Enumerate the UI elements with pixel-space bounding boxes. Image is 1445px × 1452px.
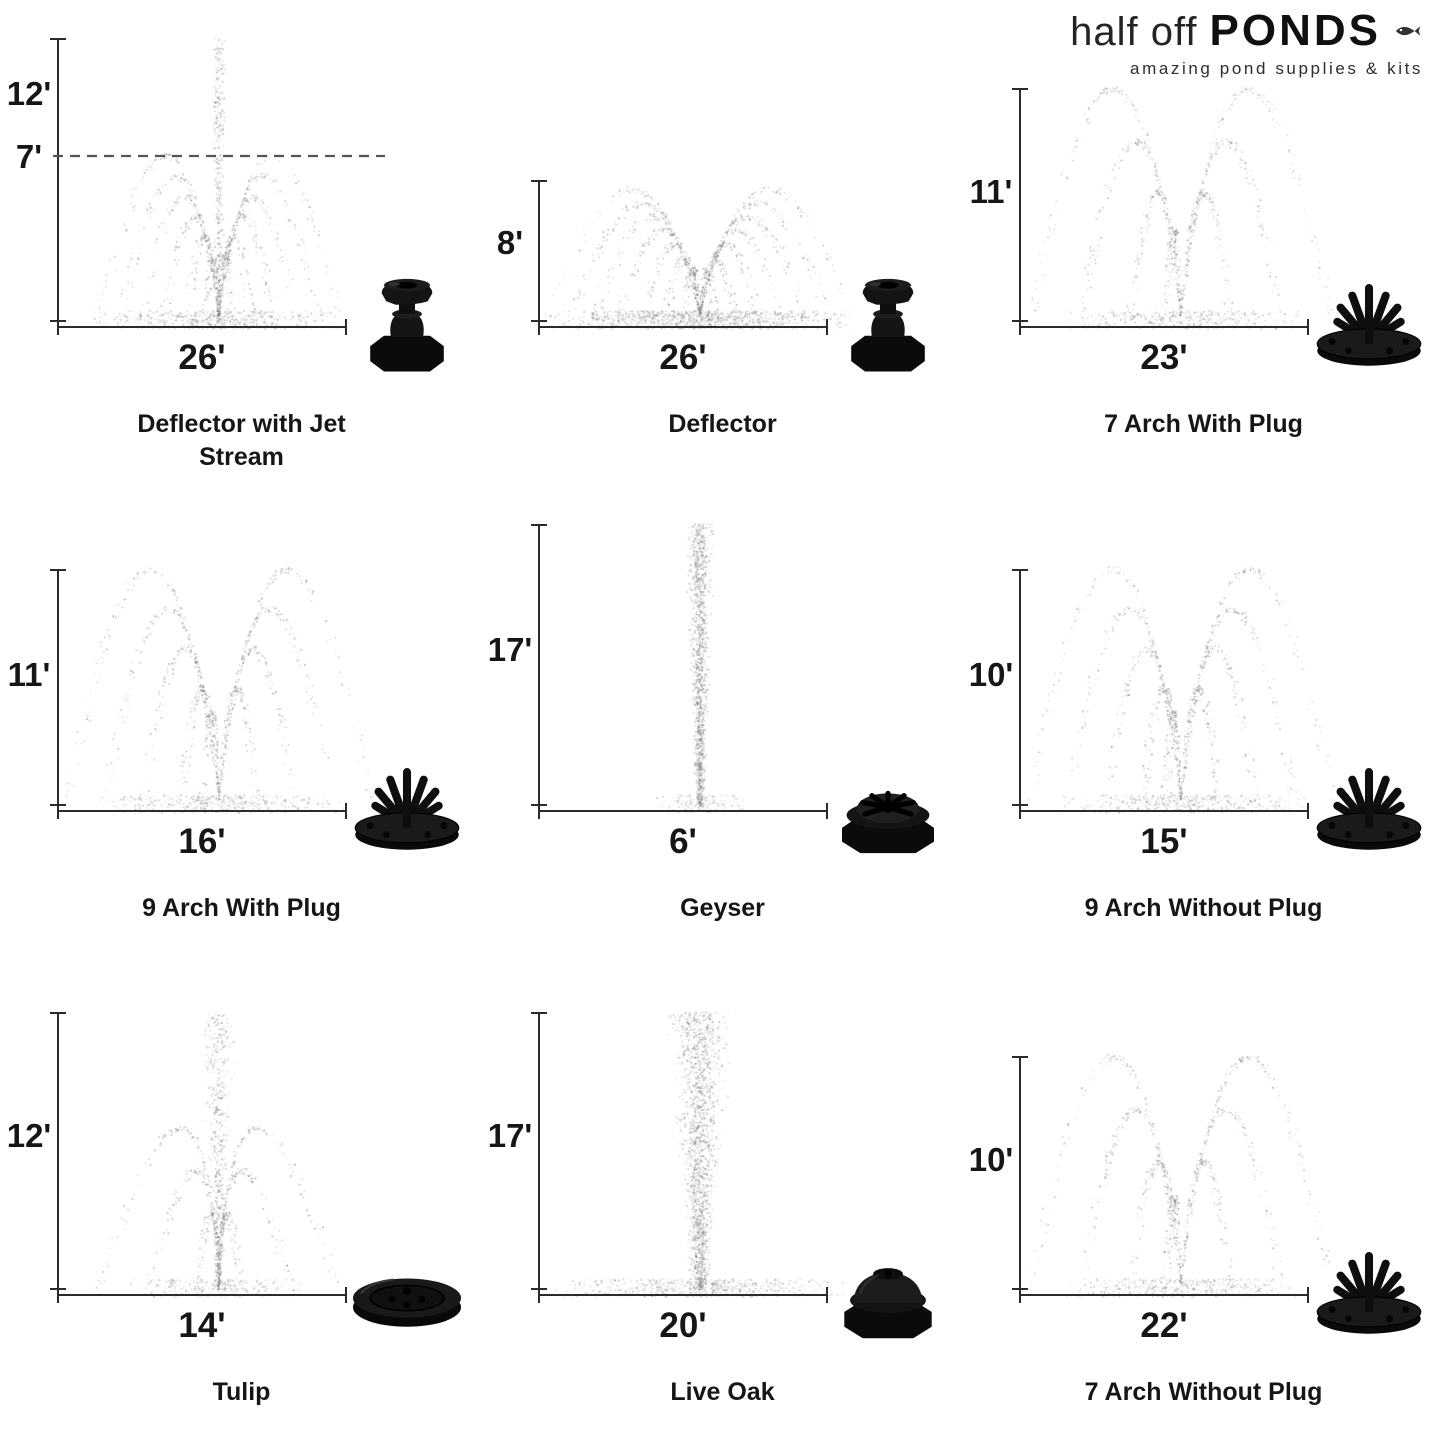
fountain-name-text: 7 Arch Without Plug	[1084, 1378, 1323, 1406]
spray-pattern-arch7	[1031, 85, 1333, 331]
nozzle-cluster-image	[1316, 767, 1422, 851]
height-label: 11'	[7, 655, 51, 693]
height-label: 10'	[968, 655, 1014, 693]
secondary-height-label: 7'	[15, 138, 43, 175]
fountain-cell: 12' 14' Tulip	[1, 968, 482, 1452]
spray-pattern-arch7	[1029, 1054, 1331, 1299]
fountain-name-text: Geyser	[680, 894, 765, 922]
width-label: 22'	[1140, 1306, 1188, 1345]
fountain-cell: 8' 26' Deflector	[482, 0, 963, 484]
width-label: 26'	[659, 338, 707, 377]
nozzle-geyser-image	[819, 754, 957, 858]
nozzle-tulip-image	[351, 1277, 463, 1328]
width-measure-line	[1019, 1287, 1309, 1303]
width-measure-line	[538, 319, 828, 335]
fountain-cell: 17' 6' Geyser	[482, 484, 963, 968]
height-label: 10'	[968, 1141, 1014, 1179]
spray-pattern-arch9	[65, 566, 373, 815]
width-measure-line	[57, 1287, 347, 1303]
fountain-name: 9 Arch Without Plug	[963, 892, 1444, 925]
brand-name-bold: PONDS	[1209, 6, 1381, 55]
brand-name-light: half off	[1070, 10, 1198, 54]
width-label: 16'	[178, 822, 226, 861]
fountain-name-text: 9 Arch With Plug	[142, 894, 341, 922]
width-label: 26'	[178, 338, 226, 377]
brand-tagline: amazing pond supplies & kits	[1130, 59, 1423, 78]
spray-pattern-live-oak	[554, 1010, 845, 1299]
nozzle-deflector-image	[370, 278, 444, 372]
nozzle-cluster-image	[354, 767, 460, 851]
width-label: 20'	[659, 1306, 707, 1345]
fountain-cell: 12' 7' 26' Deflector with Jet Stream	[1, 0, 482, 484]
fountain-name: Geyser	[482, 892, 963, 925]
fountain-cell: 10' 22' 7 Arch Without Plug	[963, 968, 1444, 1452]
fish-icon	[1395, 26, 1421, 36]
height-label: 17'	[487, 1117, 533, 1155]
width-label: 14'	[178, 1306, 226, 1345]
height-label: 17'	[487, 630, 533, 668]
spray-pattern-deflector-jet	[53, 37, 385, 331]
fountain-name: Deflector	[482, 408, 963, 441]
width-measure-line	[1019, 319, 1309, 335]
width-label: 6'	[669, 822, 697, 861]
nozzle-cluster-image	[1316, 1251, 1422, 1335]
spray-pattern-tulip	[95, 1012, 340, 1299]
fountain-name: 7 Arch Without Plug	[963, 1376, 1444, 1409]
brand-header: half off PONDS amazing pond supplies & k…	[1070, 6, 1423, 79]
height-label: 12'	[6, 1117, 52, 1155]
fountain-name: 7 Arch With Plug	[963, 408, 1444, 441]
nozzle-cluster-image	[1316, 283, 1422, 367]
fountain-name-text: Deflector with Jet Stream	[137, 410, 346, 471]
fountain-name-text: Tulip	[212, 1378, 271, 1406]
height-label: 11'	[969, 173, 1013, 211]
fountain-cell: 10' 15' 9 Arch Without Plug	[963, 484, 1444, 968]
height-label: 8'	[496, 223, 524, 261]
fountain-name-text: 9 Arch Without Plug	[1084, 894, 1323, 922]
width-measure-line	[57, 319, 347, 335]
nozzle-deflector-image	[851, 278, 925, 372]
fountain-cell: 11' 16' 9 Arch With Plug	[1, 484, 482, 968]
fountain-name: Tulip	[1, 1376, 482, 1409]
fountain-name-text: Live Oak	[670, 1378, 775, 1406]
width-measure-line	[538, 803, 828, 819]
fountain-name: 9 Arch With Plug	[1, 892, 482, 925]
fountain-name: Deflector with Jet Stream	[1, 408, 482, 473]
fountain-name-text: 7 Arch With Plug	[1104, 410, 1303, 438]
width-measure-line	[538, 1287, 828, 1303]
fountain-name-text: Deflector	[668, 410, 777, 438]
width-measure-line	[1019, 803, 1309, 819]
fountain-cell: 17' 20' Live Oak	[482, 968, 963, 1452]
width-label: 23'	[1140, 338, 1188, 377]
width-measure-line	[57, 803, 347, 819]
width-label: 15'	[1140, 822, 1188, 861]
brand-lockup: half off PONDS	[1070, 6, 1423, 56]
height-label: 12'	[6, 74, 52, 112]
fountain-name: Live Oak	[482, 1376, 963, 1409]
nozzle-dome-image	[843, 1267, 933, 1340]
fountain-cell: 11' 23' 7 Arch With Plug	[963, 0, 1444, 484]
spray-pattern-geyser	[655, 522, 745, 814]
